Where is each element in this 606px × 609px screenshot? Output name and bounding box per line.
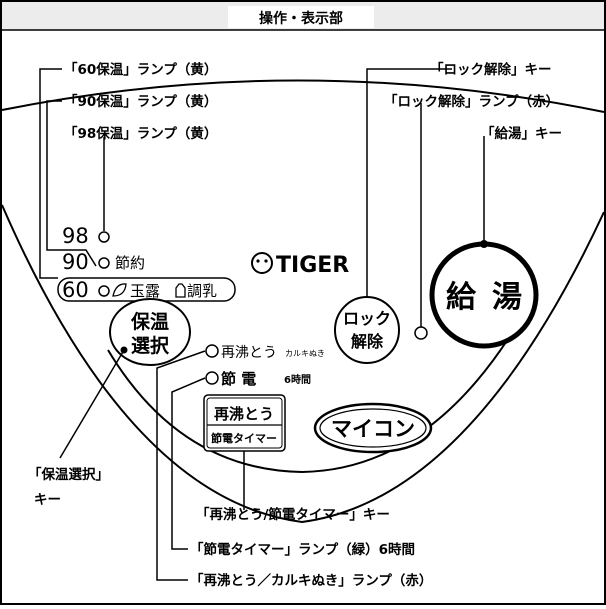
temp-90-label: 90: [62, 250, 89, 274]
callout-lamp-98: 「98保温」ランプ（黄）: [64, 125, 217, 142]
chounyu-label: 調乳: [187, 282, 217, 300]
leader-lock-key: [366, 68, 452, 297]
body-outer-curve: [1, 204, 605, 524]
lamp-90-indicator: [98, 257, 110, 269]
leaf-icon: [112, 283, 127, 297]
temp-60-label: 60: [62, 278, 89, 302]
timer-lamp-small: 6時間: [284, 373, 311, 386]
temp-98-label: 98: [62, 224, 89, 248]
callout-lamp-90: 「90保温」ランプ（黄）: [64, 93, 217, 110]
callout-dispense-key: 「給湯」キー: [481, 125, 562, 142]
callout-timer-lamp: 「節電タイマー」ランプ（緑）6時間: [190, 541, 415, 558]
timer-lamp-indicator: [205, 371, 219, 385]
leader-lamp-60: [39, 68, 62, 279]
reboil-timer-button-line1: 再沸とう: [214, 405, 274, 423]
keep-warm-select-line1: 保温: [130, 310, 169, 333]
callout-select-key-line2: キー: [34, 492, 61, 508]
callout-lock-lamp: 「ロック解除」ランプ（赤）: [384, 93, 559, 110]
header-title-box: [228, 6, 374, 28]
tiger-face-icon: [251, 252, 273, 274]
reboil-lamp-small: カルキぬき: [285, 349, 325, 358]
unlock-button-line2: 解除: [351, 332, 384, 351]
reboil-timer-button-line2: 節電タイマー: [211, 431, 277, 445]
keep-warm-select-button[interactable]: [109, 298, 191, 366]
callout-reboil-lamp: 「再沸とう／カルキぬき」ランプ（赤）: [190, 572, 432, 589]
microcomputer-badge: [313, 402, 433, 454]
lamp-98-indicator: [98, 231, 110, 243]
setsuyaku-label: 節約: [115, 254, 145, 272]
reboil-lamp-label: 再沸とう: [221, 345, 277, 361]
timer-lamp-label: 節 電: [221, 370, 256, 388]
callout-lock-key: 「ロック解除」キー: [430, 61, 552, 78]
leader-select-key: [59, 349, 125, 459]
unlock-button[interactable]: [334, 296, 400, 364]
panel-inner-curve: [107, 319, 521, 474]
callout-lamp-60: 「60保温」ランプ（黄）: [64, 61, 217, 78]
dispense-button-line1: 給: [446, 280, 477, 315]
dispense-button-line2: 湯: [492, 280, 522, 315]
leader-reboil-lamp: [156, 350, 206, 581]
leader-timer-lamp: [171, 377, 206, 550]
reboil-lamp-indicator: [205, 344, 219, 358]
unlock-button-line1: ロック: [343, 309, 391, 328]
body-top-curve: [1, 79, 605, 113]
brand-logo: TIGER: [276, 253, 349, 278]
lamp-60-indicator: [98, 285, 110, 297]
callout-select-key-line1: 「保温選択」: [28, 466, 109, 483]
gyokuro-label: 玉露: [130, 282, 160, 300]
unlock-lamp-indicator: [414, 326, 428, 340]
microcomputer-badge-label: マイコン: [331, 417, 415, 441]
baby-bottle-icon: [175, 283, 186, 298]
callout-reboil-key: 「再沸とう/節電タイマー」キー: [196, 506, 390, 523]
header-title: 操作・表示部: [259, 10, 343, 27]
leader-lamp-90: [46, 100, 97, 267]
keep-warm-select-line2: 選択: [131, 335, 170, 357]
